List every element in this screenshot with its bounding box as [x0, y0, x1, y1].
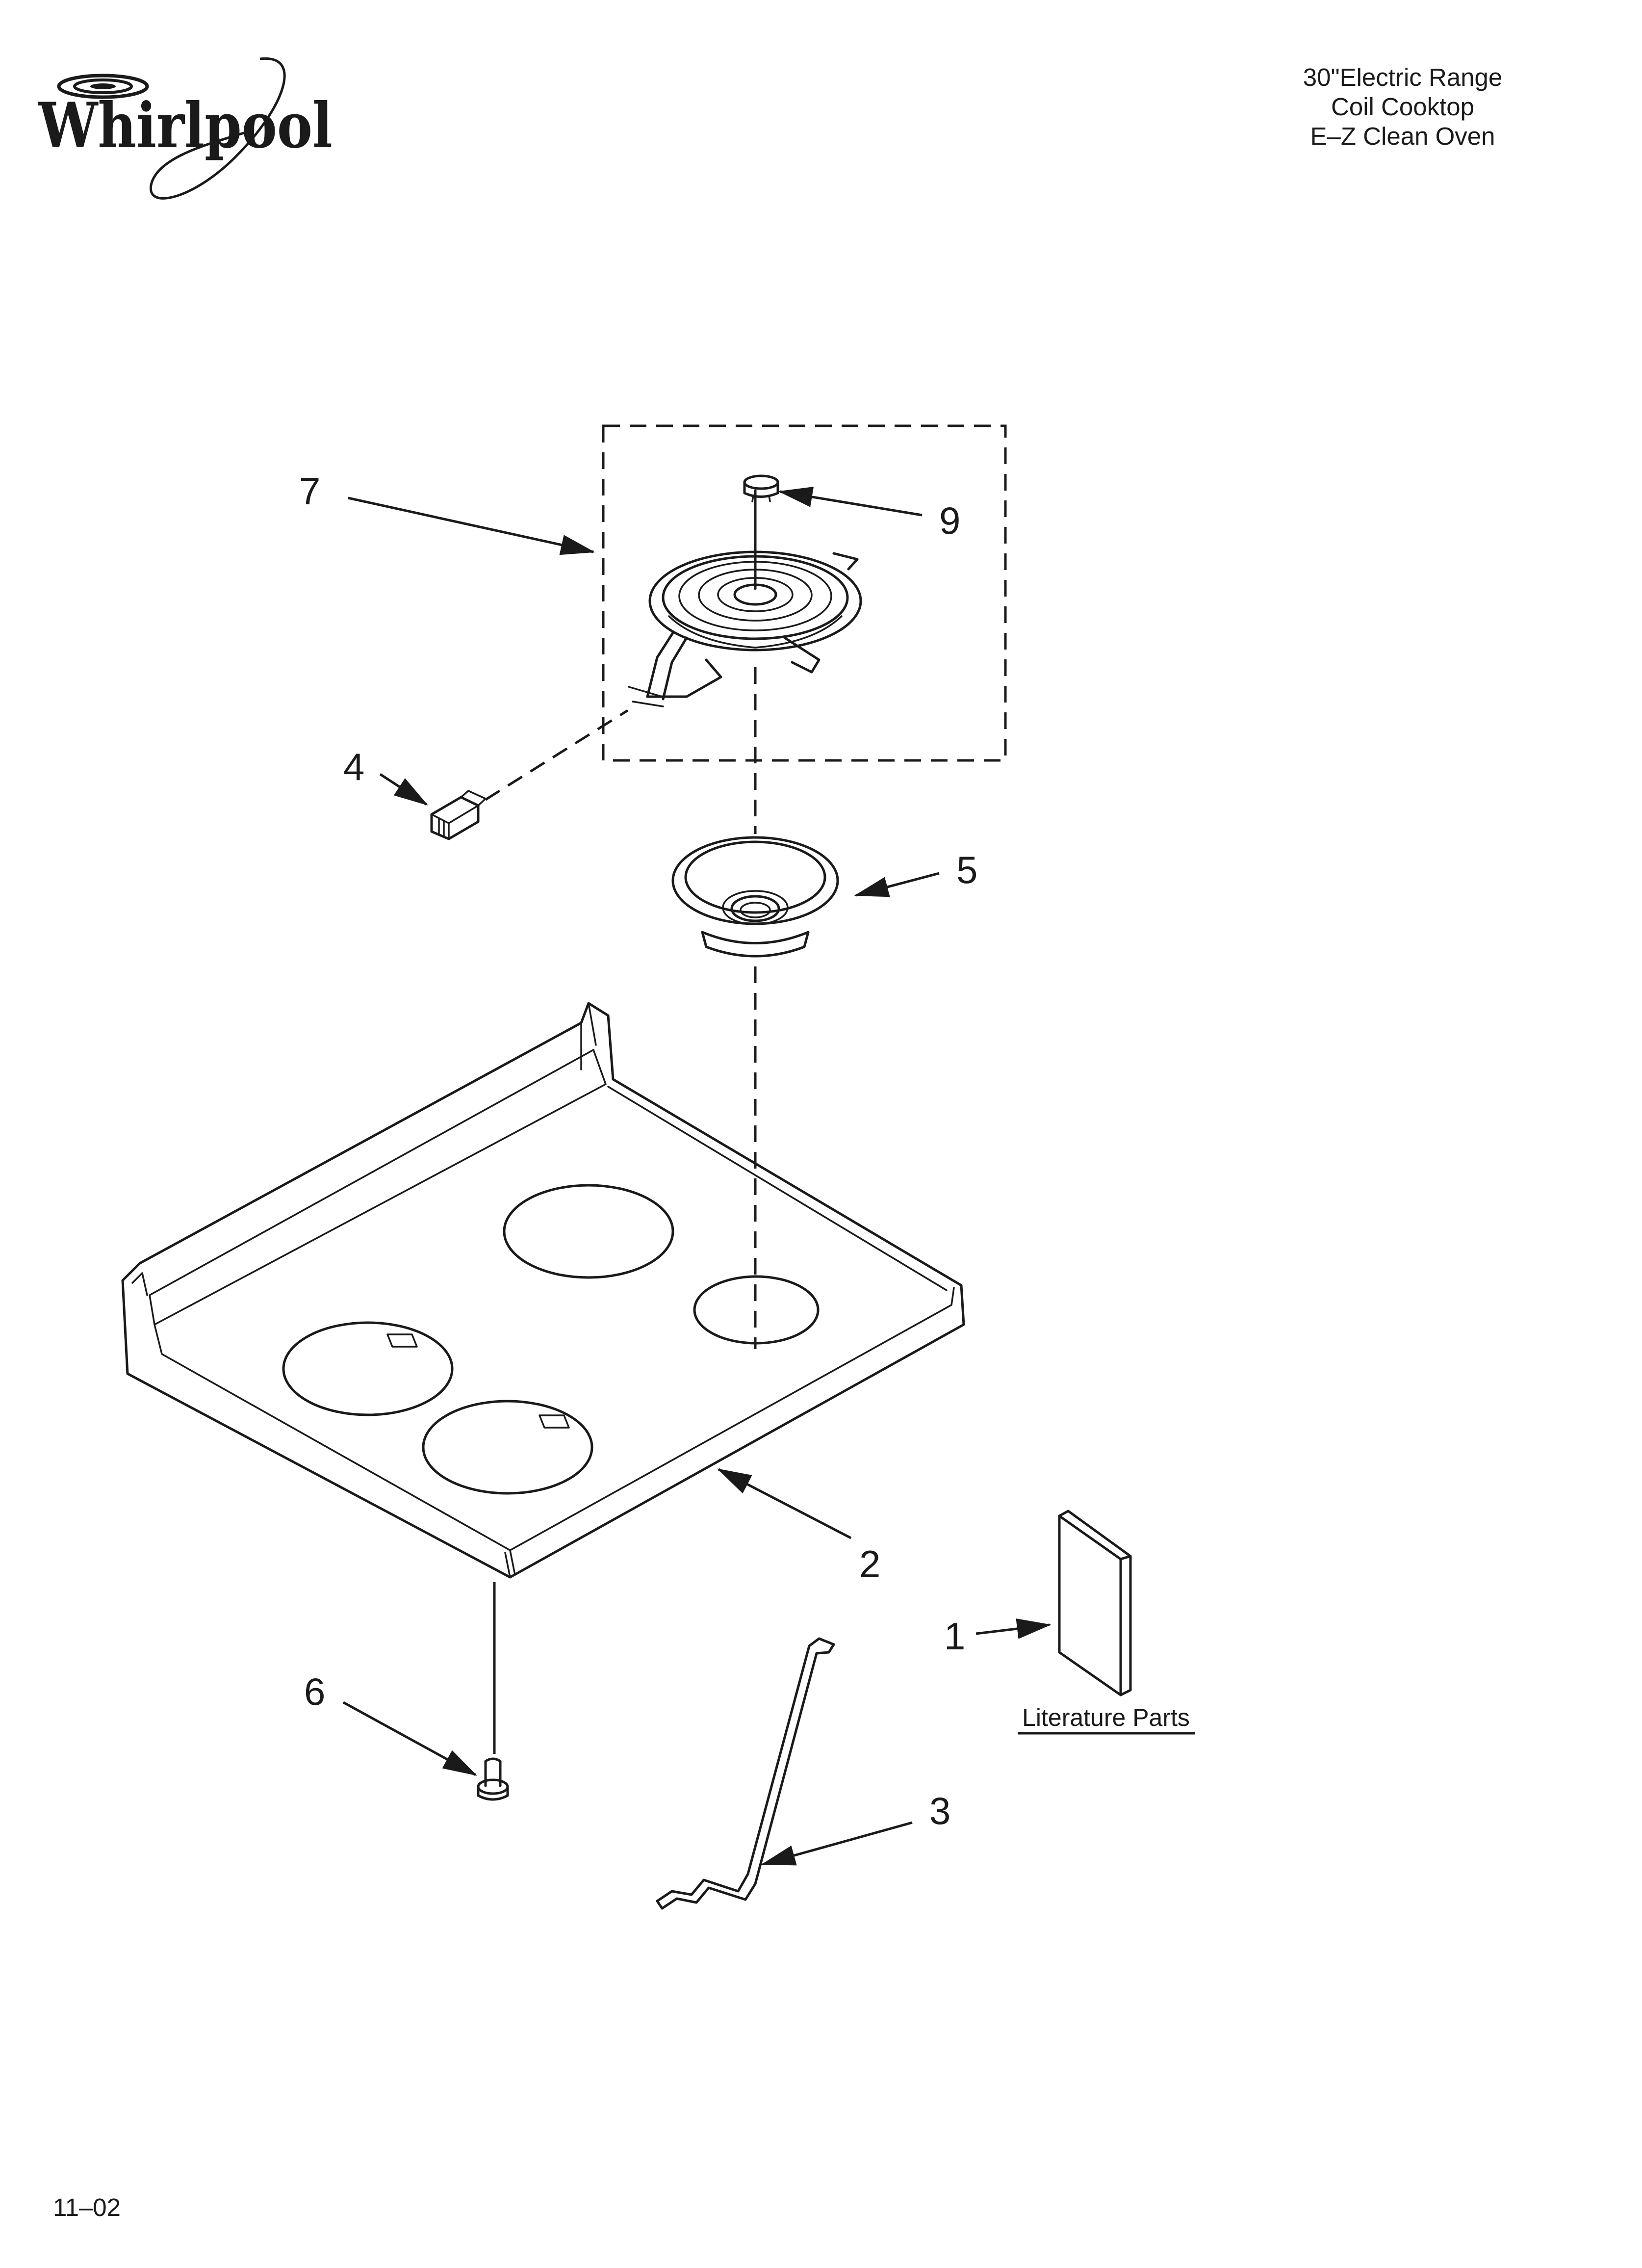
part-3-wire-bracket[interactable]	[656, 1637, 835, 1910]
logo-wordmark: Whirlpool	[37, 89, 333, 162]
leader-3	[761, 1821, 913, 1866]
part-1-literature[interactable]	[1058, 1510, 1132, 1696]
leader-9	[778, 487, 923, 517]
part-4-terminal-block[interactable]	[430, 790, 487, 840]
callout-1: 1	[944, 1615, 965, 1658]
leader-2	[717, 1468, 852, 1539]
title-line-2: Coil Cooktop	[1331, 93, 1474, 121]
whirlpool-logo: Whirlpool	[37, 57, 333, 200]
leader-5	[854, 872, 940, 897]
part-7-surface-element[interactable]	[628, 489, 862, 707]
leader-4	[379, 773, 428, 806]
callout-7: 7	[299, 469, 320, 513]
callout-5: 5	[956, 848, 977, 891]
part-2-cooktop[interactable]	[121, 1002, 965, 1579]
callout-3: 3	[929, 1789, 950, 1832]
leader-7	[348, 496, 595, 555]
callout-9: 9	[939, 499, 960, 542]
callout-2: 2	[859, 1542, 880, 1586]
leader-1	[975, 1618, 1052, 1639]
title-line-3: E–Z Clean Oven	[1310, 122, 1495, 150]
part-6-screw[interactable]	[477, 1757, 509, 1801]
part-5-drip-bowl[interactable]	[671, 836, 839, 958]
date-code: 11–02	[53, 2193, 121, 2221]
literature-parts-label: Literature Parts	[1022, 1704, 1190, 1731]
title-line-1: 30"Electric Range	[1303, 63, 1503, 91]
leader-6	[342, 1701, 478, 1776]
callout-6: 6	[304, 1670, 325, 1713]
document-title: 30"Electric Range Coil Cooktop E–Z Clean…	[1231, 63, 1574, 151]
element-assembly-box	[602, 424, 1007, 762]
callout-4: 4	[343, 745, 364, 788]
part-9-center-cap[interactable]	[743, 474, 779, 502]
